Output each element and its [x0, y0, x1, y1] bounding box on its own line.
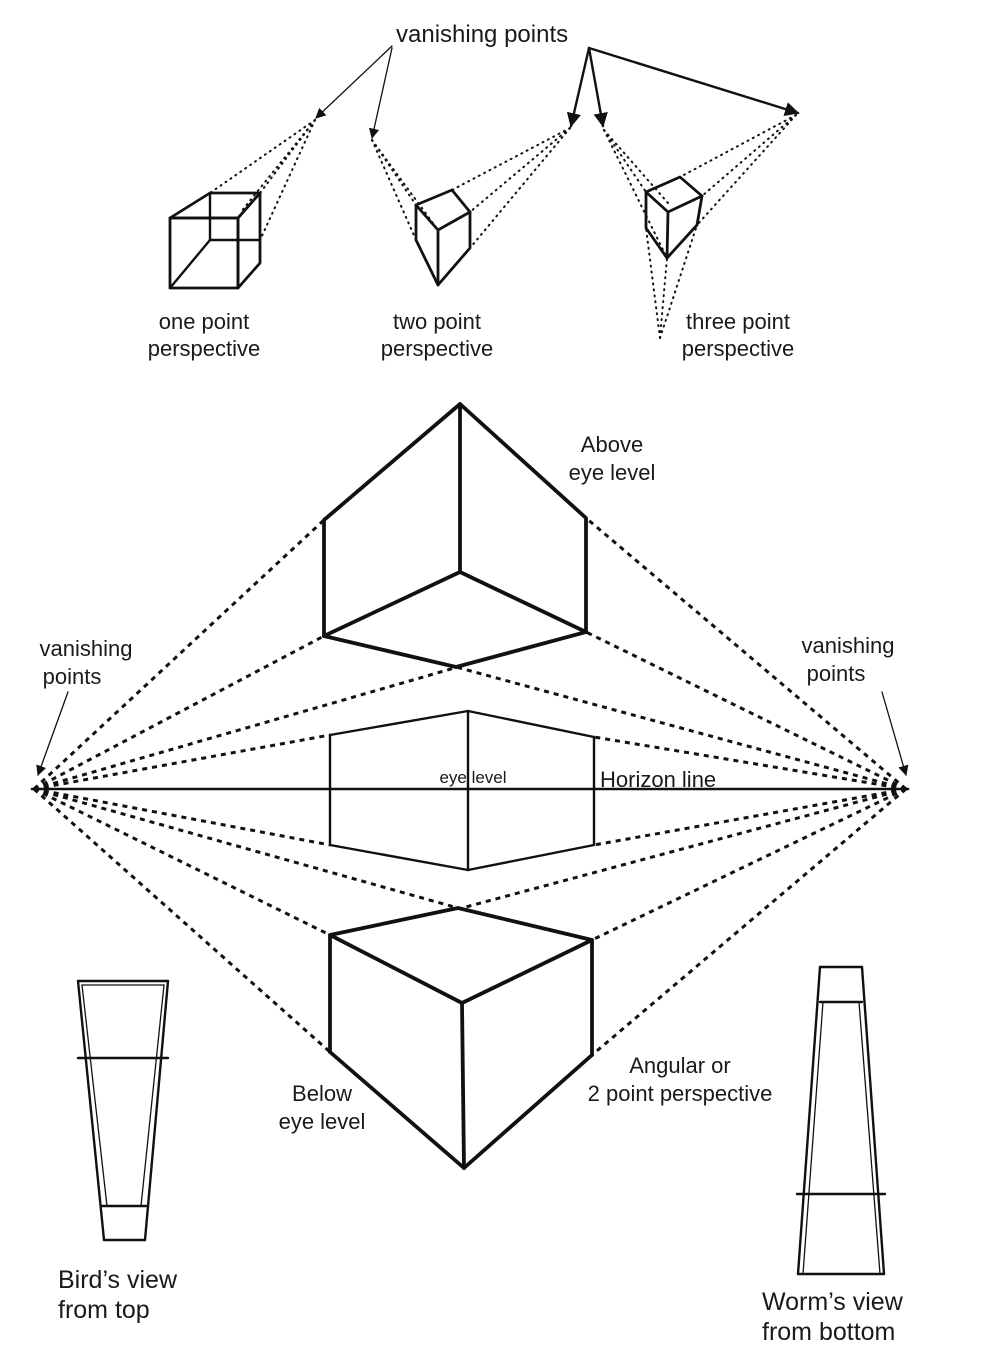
arrow-to-vp-5 [587, 46, 800, 117]
left-vanishing-point-arrow [36, 691, 69, 776]
birds-view-label-line1: Bird’s view [58, 1266, 178, 1294]
top-arrows [315, 45, 800, 140]
below-eye-level-label-line1: Below [292, 1081, 352, 1106]
above-eye-level-box [322, 402, 588, 669]
three-point-label-line2: perspective [682, 336, 795, 361]
left-vanishing-points-label-line2: points [43, 664, 102, 689]
two-point-label-line2: perspective [381, 336, 494, 361]
arrow-to-vp-3 [566, 46, 591, 128]
arrow-to-vp-2 [368, 47, 393, 140]
one-point-label-line2: perspective [148, 336, 261, 361]
above-eye-level-label-line1: Above [581, 432, 643, 457]
below-eye-level-box [328, 906, 594, 1170]
eye-level-box [328, 709, 596, 872]
one-point-label-line1: one point [159, 309, 250, 334]
construction-lines [32, 516, 907, 1057]
right-vanishing-points-label-line2: points [807, 661, 866, 686]
birds-view-label-line2: from top [58, 1296, 150, 1324]
arrow-to-vp-4 [587, 46, 608, 128]
horizon-line-label: Horizon line [600, 767, 716, 792]
above-eye-level-label-line2: eye level [569, 460, 656, 485]
one-point-cube [168, 119, 316, 290]
right-vanishing-point-arrow [881, 691, 909, 776]
three-point-label-line1: three point [686, 309, 790, 334]
two-point-label-line1: two point [393, 309, 481, 334]
two-point-cube [371, 127, 571, 287]
right-vanishing-points-label-line1: vanishing [802, 633, 895, 658]
worms-view-box [795, 965, 887, 1276]
top-vanishing-points-label: vanishing points [396, 21, 568, 48]
eye-level-label: eye level [439, 768, 506, 787]
three-point-cube [603, 114, 797, 339]
angular-label-line1: Angular or [629, 1053, 731, 1078]
below-eye-level-label-line2: eye level [279, 1109, 366, 1134]
birds-view-box [76, 979, 170, 1242]
worms-view-label-line2: from bottom [762, 1318, 895, 1346]
angular-label-line2: 2 point perspective [588, 1081, 773, 1106]
left-vanishing-points-label-line1: vanishing [40, 636, 133, 661]
arrow-to-vp-1 [315, 45, 393, 119]
worms-view-label-line1: Worm’s view [762, 1288, 904, 1316]
